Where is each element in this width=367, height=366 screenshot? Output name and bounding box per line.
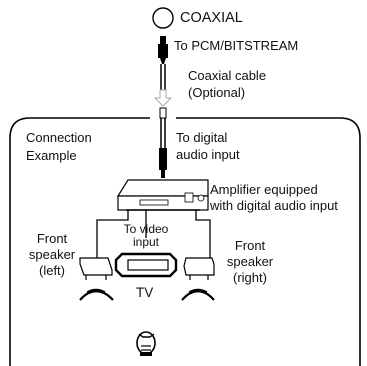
front-speaker-right-label-3: (right) — [233, 270, 267, 285]
connection-arrow-icon — [153, 89, 173, 107]
connection-example-frame — [9, 117, 361, 366]
tv-icon — [114, 252, 178, 278]
coaxial-cable-label: Coaxial cable — [188, 68, 267, 83]
amplifier-icon — [116, 179, 209, 211]
speaker-wires — [96, 210, 211, 258]
front-speaker-right-label-2: speaker — [226, 254, 274, 269]
pcm-bitstream-label: To PCM/BITSTREAM — [174, 38, 299, 53]
amplifier-label-line1: Amplifier equipped — [210, 182, 318, 197]
coaxial-cable — [160, 64, 166, 90]
to-video-label-2: input — [132, 235, 160, 249]
optional-label: (Optional) — [188, 85, 246, 100]
front-speaker-right-label-1: Front — [234, 238, 266, 253]
front-speaker-left-icon — [79, 257, 114, 301]
front-speaker-left-label-1: Front — [36, 231, 68, 246]
coaxial-label: COAXIAL — [180, 10, 243, 26]
amplifier-label-line2: with digital audio input — [210, 198, 338, 213]
tv-label: TV — [136, 285, 154, 300]
listener-icon — [136, 331, 156, 356]
front-speaker-left-label-3: (left) — [39, 263, 65, 278]
front-speaker-right-icon — [181, 257, 215, 301]
coaxial-jack-icon — [152, 7, 174, 29]
coaxial-plug-icon — [158, 36, 168, 64]
connection-label: Connection — [26, 130, 92, 145]
to-digital-label: To digital — [176, 130, 228, 145]
to-video-label-1: To video — [123, 222, 169, 236]
example-label: Example — [26, 148, 77, 163]
coaxial-plug-lower-icon — [159, 107, 167, 178]
front-speaker-left-label-2: speaker — [28, 247, 76, 262]
audio-input-label: audio input — [176, 147, 240, 162]
